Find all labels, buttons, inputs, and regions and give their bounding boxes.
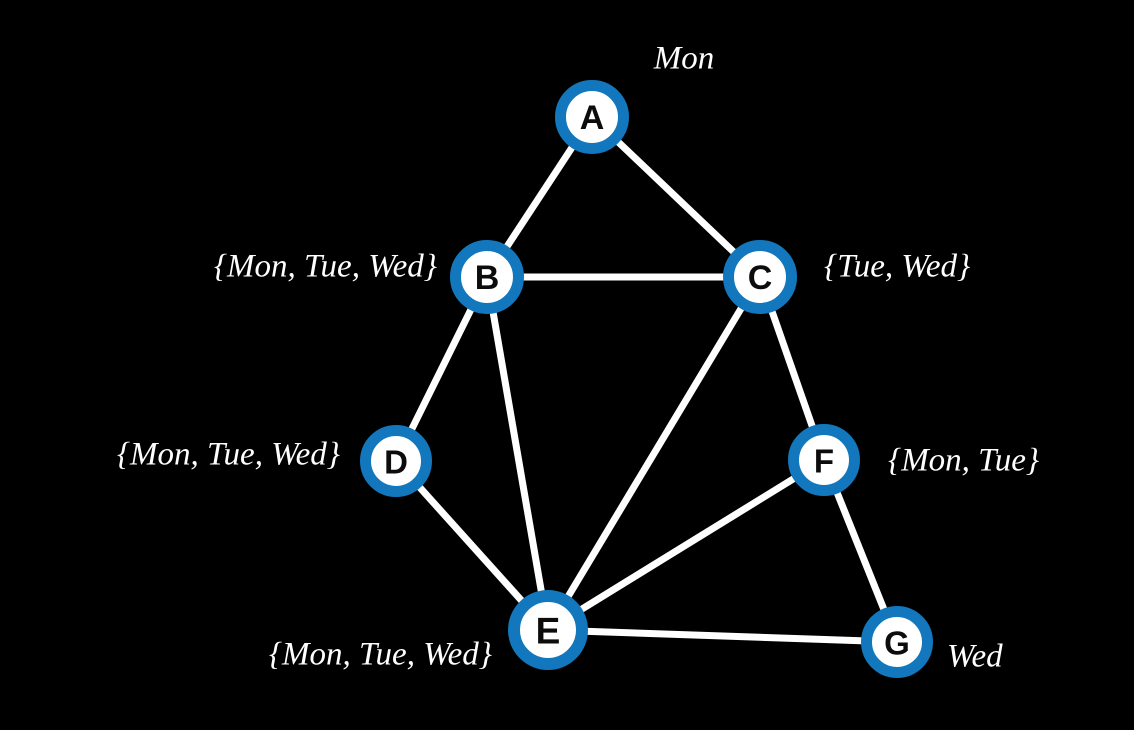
edge-e-f	[544, 456, 828, 634]
domain-label-d: {Mon, Tue, Wed}	[116, 436, 340, 473]
node-label-e: E	[536, 611, 561, 652]
node-e[interactable]: E	[508, 590, 588, 670]
edge-b-e	[483, 273, 552, 634]
domain-label-g: Wed	[947, 638, 1003, 675]
node-circle-b	[450, 240, 524, 314]
domain-label-b: {Mon, Tue, Wed}	[213, 248, 437, 285]
edge-a-c	[588, 113, 764, 281]
node-a[interactable]: A	[555, 80, 629, 154]
domain-label-e: {Mon, Tue, Wed}	[268, 636, 492, 673]
node-circle-e	[508, 590, 588, 670]
node-circle-f	[788, 424, 860, 496]
node-f[interactable]: F	[788, 424, 860, 496]
node-label-f: F	[814, 443, 834, 480]
node-circle-g	[861, 606, 933, 678]
node-label-d: D	[384, 444, 408, 481]
node-circle-d	[360, 425, 432, 497]
edge-c-e	[544, 273, 764, 634]
node-label-b: B	[475, 259, 500, 297]
domain-label-a: Mon	[653, 40, 715, 77]
domain-label-f: {Mon, Tue}	[888, 442, 1040, 479]
node-label-a: A	[580, 99, 605, 137]
node-circle-a	[555, 80, 629, 154]
nodes-layer: A B C D E F G	[360, 80, 933, 678]
node-label-c: C	[748, 259, 773, 297]
node-c[interactable]: C	[723, 240, 797, 314]
node-label-g: G	[884, 625, 910, 662]
node-g[interactable]: G	[861, 606, 933, 678]
edges-layer	[392, 113, 901, 646]
domain-label-c: {Tue, Wed}	[824, 248, 971, 285]
edge-e-g	[544, 626, 901, 646]
node-circle-c	[723, 240, 797, 314]
node-d[interactable]: D	[360, 425, 432, 497]
node-b[interactable]: B	[450, 240, 524, 314]
